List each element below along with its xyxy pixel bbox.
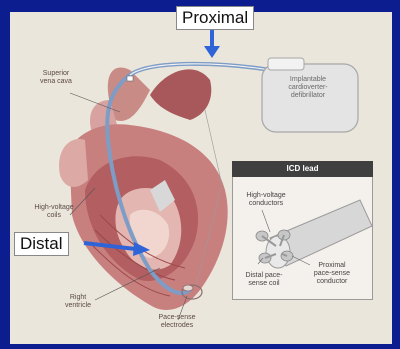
superior-vena-cava-label: Superior vena cava [28,70,84,86]
proximal-pace-sense-conductor-label: Proximal pace-sense conductor [304,262,360,286]
icd-device-label: Implantable cardioverter- defibrillator [262,76,354,100]
pace-sense-electrodes-label: Pace-sense electrodes [152,314,202,330]
distal-pace-sense-coil-label: Distal pace- sense coil [236,272,292,288]
inset-title: ICD lead [232,161,373,177]
high-voltage-coils-label: High-voltage coils [26,204,82,220]
high-voltage-conductors-label: High-voltage conductors [238,192,294,208]
proximal-callout: Proximal [176,6,254,30]
distal-callout: Distal [14,232,69,256]
right-ventricle-label: Right ventricle [58,294,98,310]
